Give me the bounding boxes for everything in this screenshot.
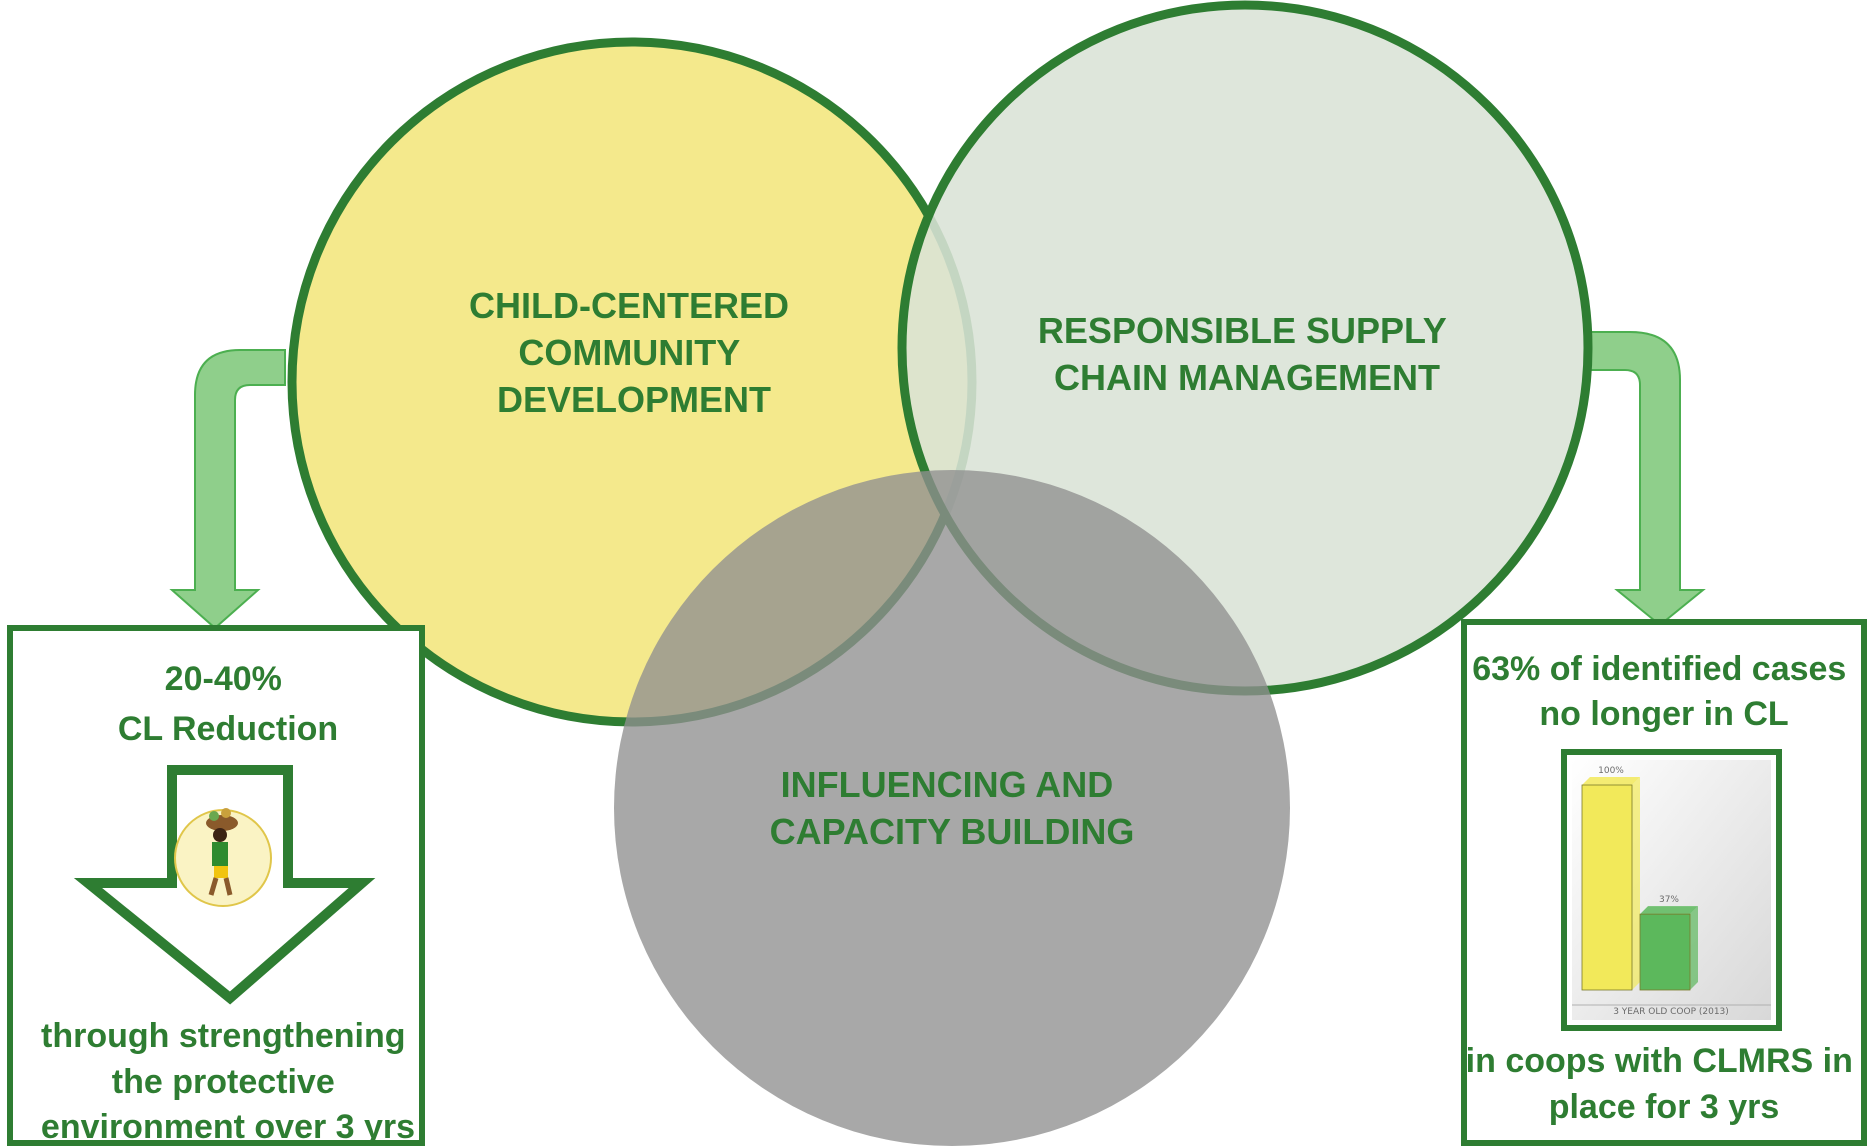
bar-0 (1581, 784, 1633, 991)
bar-top-0 (1582, 777, 1640, 785)
chart-bars: 100% 37% (1581, 766, 1698, 991)
circle-influencing (614, 470, 1290, 1146)
bar-label-1: 37% (1659, 895, 1679, 905)
left-result-box: 20-40% CL Reduction through strengthenin… (7, 625, 425, 1146)
bar-top-1 (1640, 906, 1698, 915)
bar-label-0: 100% (1598, 766, 1624, 776)
bar-side-1 (1690, 906, 1698, 990)
bar-1 (1639, 913, 1691, 991)
mini-bar-chart: 100% 37% 3 YEAR OLD COOP (2013) (1561, 749, 1782, 1031)
left-flow-arrow (169, 349, 286, 630)
chart-category-label: 3 YEAR OLD COOP (2013) (1613, 1007, 1729, 1017)
right-box-headline: 63% of identified cases no longer in CL (1472, 650, 1856, 733)
right-flow-arrow (1584, 331, 1706, 627)
circle-label-child-centered: CHILD-CENTERED COMMUNITY DEVELOPMENT (469, 285, 799, 420)
left-box-headline: 20-40% CL Reduction (118, 660, 338, 748)
child-carrying-basket-icon (174, 808, 272, 907)
right-box-footer: in coops with CLMRS in place for 3 yrs (1466, 1042, 1863, 1126)
circle-label-responsible-supply: RESPONSIBLE SUPPLY CHAIN MANAGEMENT (1038, 310, 1456, 398)
left-box-footer: through strengthening the protective env… (41, 1017, 415, 1146)
right-result-box: 63% of identified cases no longer in CL … (1461, 619, 1867, 1146)
bar-side-0 (1632, 777, 1640, 990)
circle-label-influencing: INFLUENCING AND CAPACITY BUILDING (770, 764, 1135, 852)
